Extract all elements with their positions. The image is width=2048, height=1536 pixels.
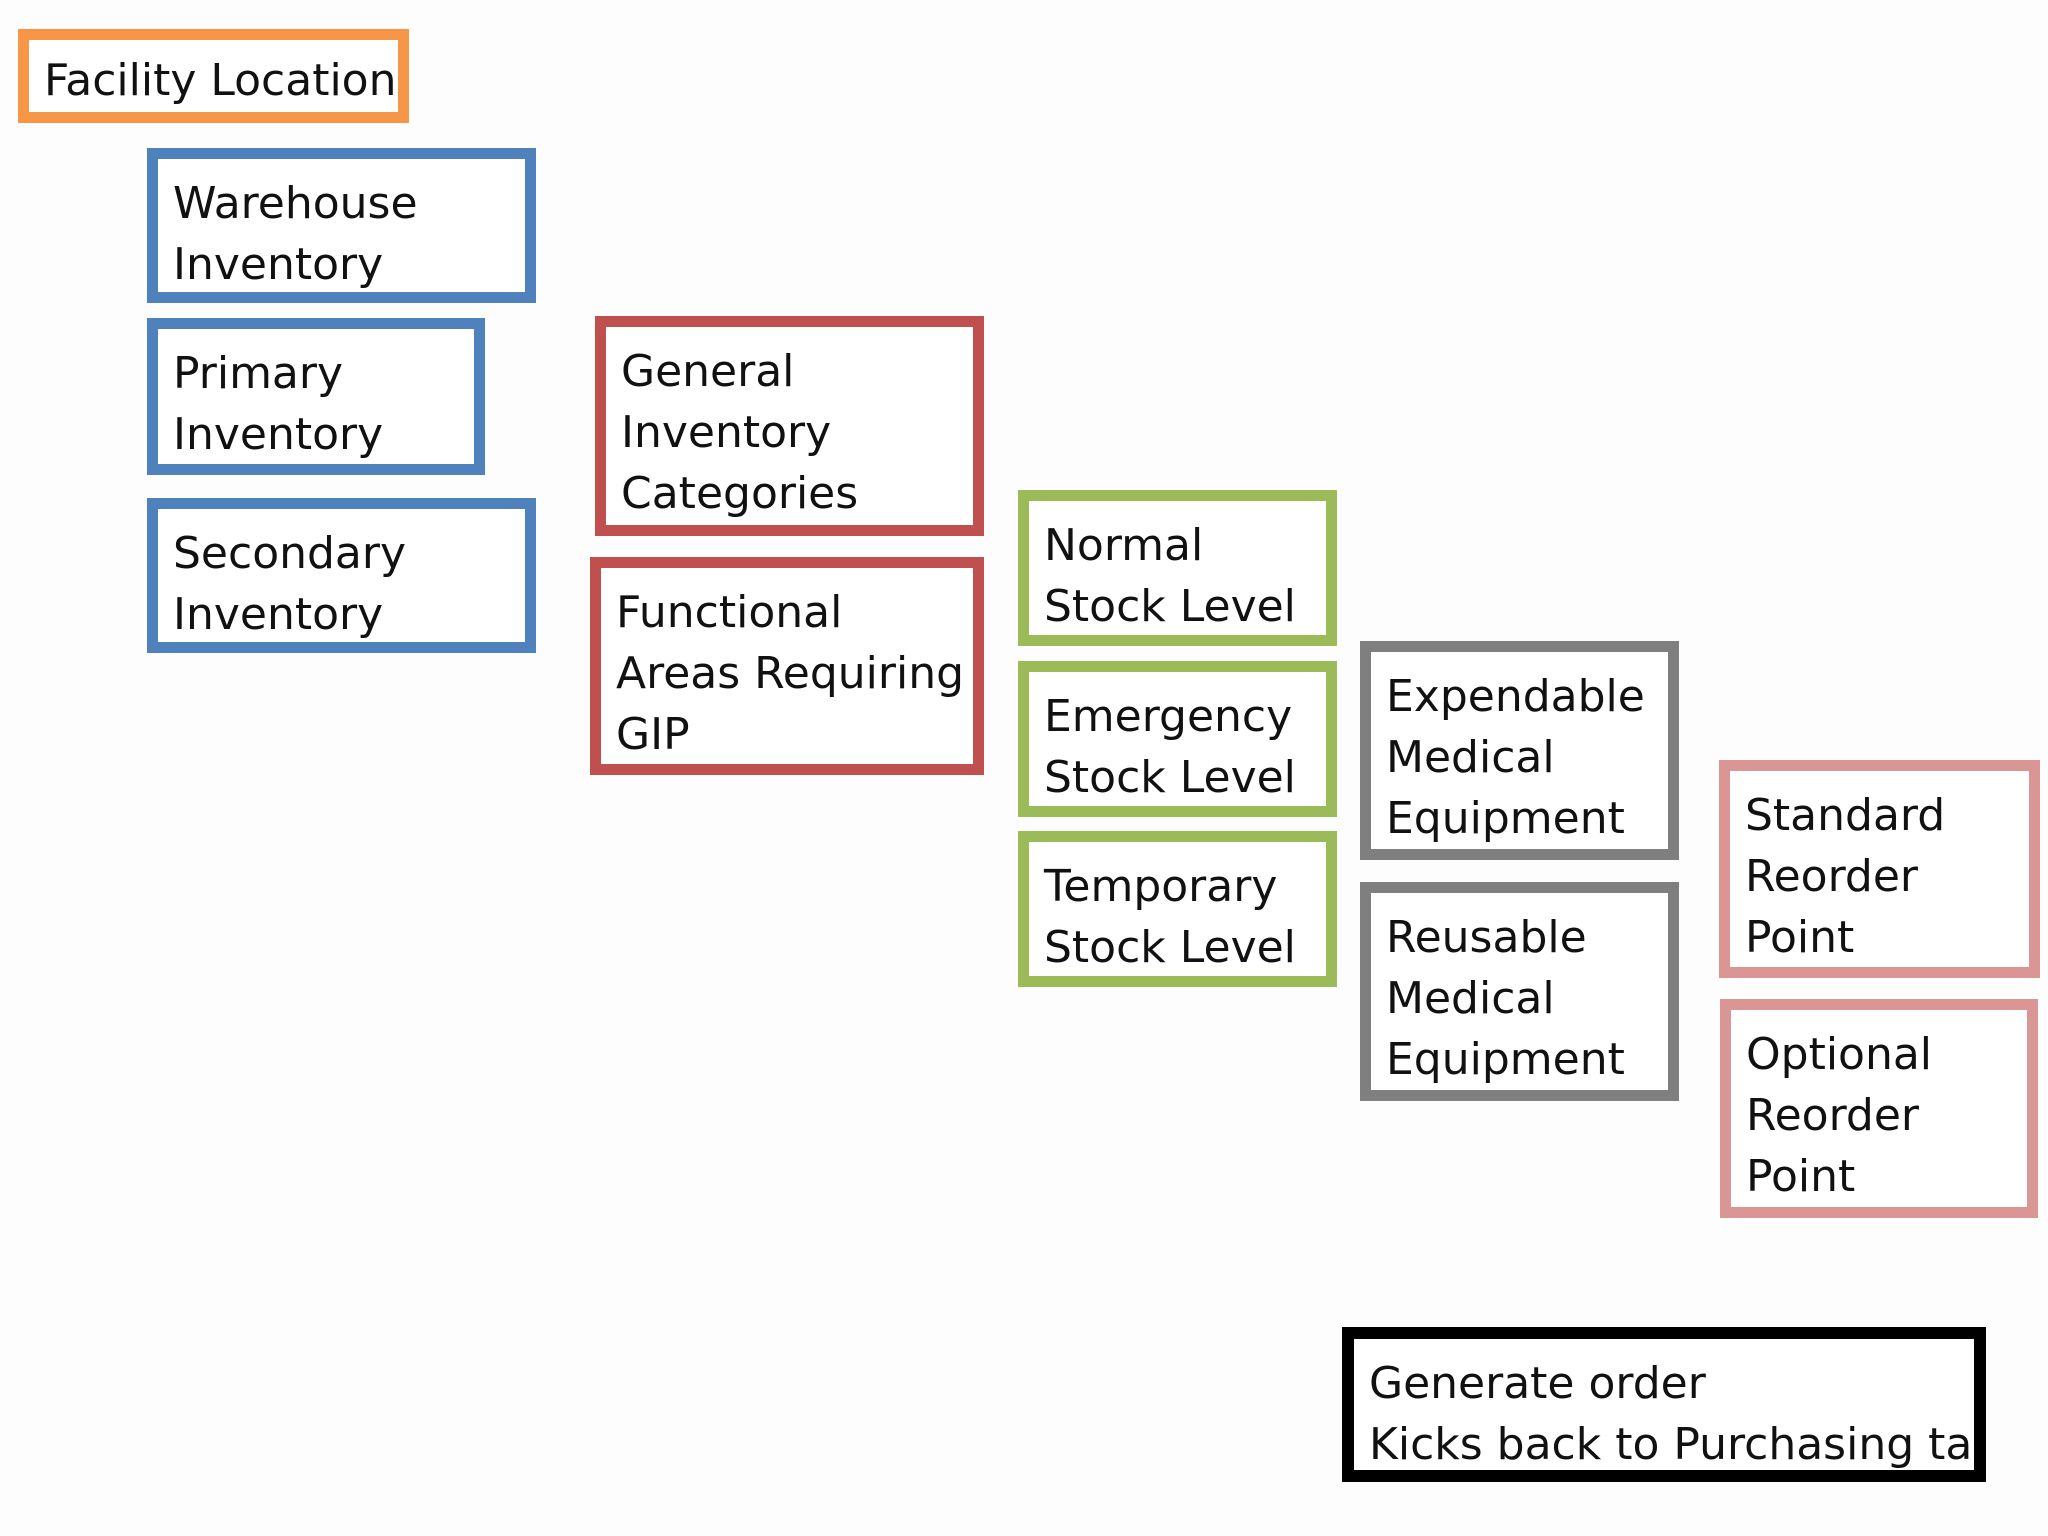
box-text-line: Emergency	[1044, 691, 1293, 742]
box-text-line: GIP	[616, 709, 690, 760]
box-text-line: Equipment	[1386, 1034, 1625, 1085]
box-text-line: Equipment	[1386, 793, 1625, 844]
box-text-line: Stock Level	[1044, 752, 1296, 803]
standard-reorder-point-box: Standard Reorder Point	[1719, 760, 2040, 978]
box-text-line: Primary	[173, 348, 344, 399]
box-text-line: Stock Level	[1044, 922, 1296, 973]
box-text-line: Functional	[616, 587, 843, 638]
generate-order-box: Generate order Kicks back to Purchasing …	[1342, 1327, 1986, 1482]
reusable-medical-equipment-box: Reusable Medical Equipment	[1360, 882, 1679, 1101]
box-text-line: Normal	[1044, 520, 1204, 571]
box-text-line: Standard	[1745, 790, 1946, 841]
box-text-line: Reusable	[1386, 912, 1587, 963]
box-text-line: General	[621, 346, 795, 397]
optional-reorder-point-box: Optional Reorder Point	[1720, 999, 2038, 1218]
emergency-stock-level-box: Emergency Stock Level	[1018, 661, 1337, 817]
box-text-line: Point	[1745, 912, 1855, 963]
normal-stock-level-box: Normal Stock Level	[1018, 490, 1337, 646]
secondary-inventory-box: Secondary Inventory	[147, 498, 536, 653]
box-text-line: Kicks back to Purchasing tab	[1369, 1419, 1986, 1470]
box-text-line: Stock Level	[1044, 581, 1296, 632]
box-text-line: Inventory	[173, 239, 384, 290]
temporary-stock-level-box: Temporary Stock Level	[1018, 831, 1337, 987]
box-text-line: Areas Requiring	[616, 648, 965, 699]
box-text-line: Inventory	[173, 589, 384, 640]
box-text-line: Secondary	[173, 528, 407, 579]
box-text-line: Facility Location	[44, 55, 397, 106]
box-text-line: Warehouse	[173, 178, 418, 229]
box-text-line: Temporary	[1044, 861, 1278, 912]
expendable-medical-equipment-box: Expendable Medical Equipment	[1360, 641, 1679, 860]
general-inventory-categories-box: General Inventory Categories	[595, 316, 984, 536]
box-text-line: Inventory	[621, 407, 832, 458]
box-text-line: Medical	[1386, 732, 1555, 783]
warehouse-inventory-box: Warehouse Inventory	[147, 148, 536, 303]
box-text-line: Categories	[621, 468, 859, 519]
box-text-line: Expendable	[1386, 671, 1645, 722]
box-text-line: Inventory	[173, 409, 384, 460]
functional-areas-box: Functional Areas Requiring GIP	[590, 557, 984, 775]
box-text-line: Generate order	[1369, 1358, 1706, 1409]
primary-inventory-box: Primary Inventory	[147, 318, 485, 475]
box-text-line: Medical	[1386, 973, 1555, 1024]
box-text-line: Point	[1746, 1151, 1856, 1202]
facility-location-box: Facility Location	[18, 29, 409, 123]
box-text-line: Reorder	[1746, 1090, 1919, 1141]
box-text-line: Optional	[1746, 1029, 1933, 1080]
box-text-line: Reorder	[1745, 851, 1918, 902]
